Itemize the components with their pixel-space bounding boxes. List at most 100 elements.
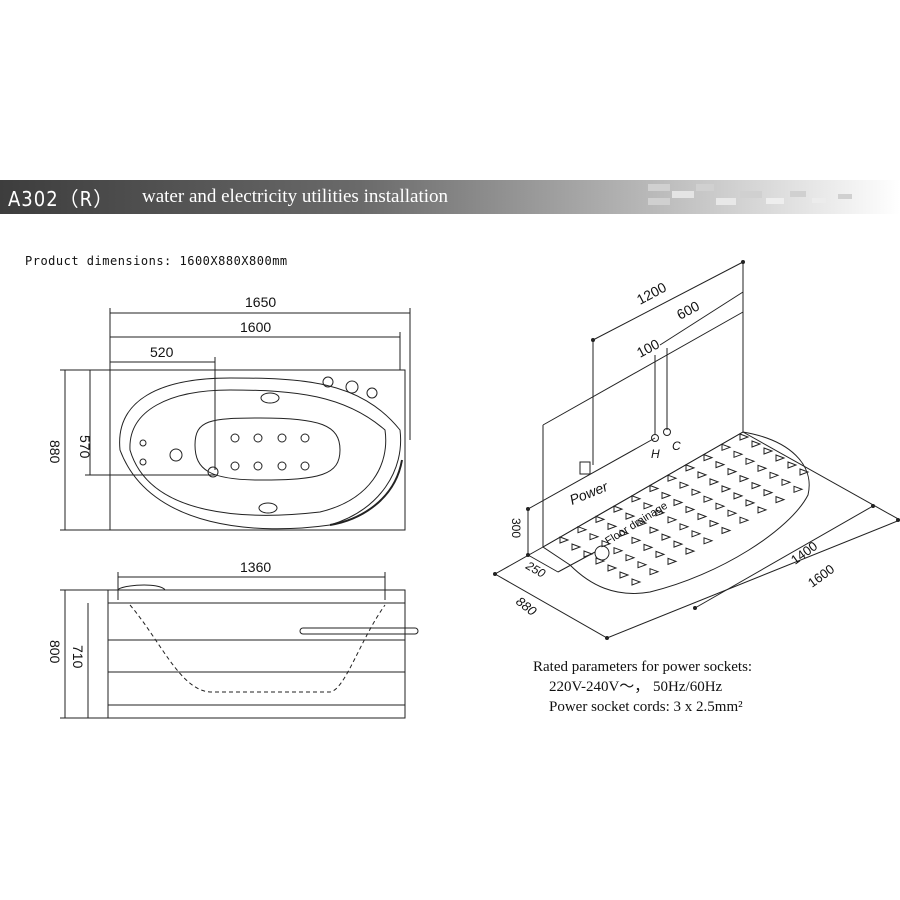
drain-triangle xyxy=(739,516,750,524)
drain-triangle xyxy=(667,557,678,566)
drain-triangle xyxy=(673,498,684,507)
checker-decoration xyxy=(648,184,852,205)
drain-triangle xyxy=(721,485,732,493)
drain-triangle xyxy=(763,488,774,497)
drain-triangle xyxy=(643,502,654,510)
top-view: 1650 1600 520 570 880 xyxy=(47,294,411,531)
rated-parameters: Rated parameters for power sockets: 220V… xyxy=(533,657,752,717)
cold-label: C xyxy=(672,439,681,453)
drain-triangle xyxy=(649,484,660,493)
drain-triangle xyxy=(613,505,624,513)
drain-triangle xyxy=(721,443,732,452)
drain-triangle xyxy=(625,512,636,520)
drain-triangle xyxy=(739,474,750,483)
dim-100: 100 xyxy=(634,335,662,360)
drain-triangle xyxy=(715,460,726,469)
rated-line-2: 220V-240V～， 50Hz/60Hz xyxy=(549,679,723,695)
dim-520: 520 xyxy=(150,344,174,360)
drain-triangle xyxy=(583,550,594,558)
dim-1400: 1400 xyxy=(788,538,820,567)
drain-triangle xyxy=(733,492,744,500)
drain-triangle xyxy=(601,539,612,548)
drain-triangle xyxy=(709,519,720,528)
rated-line-3: Power socket cords: 3 x 2.5mm² xyxy=(549,699,743,715)
drain-triangle xyxy=(577,525,588,534)
product-dimensions: Product dimensions: 1600X880X800mm xyxy=(25,254,288,268)
drain-triangle xyxy=(571,543,582,551)
drain-triangle xyxy=(721,526,732,535)
drain-triangle xyxy=(745,499,756,507)
drain-triangle xyxy=(715,502,726,510)
drain-triangle xyxy=(691,530,702,538)
dim-1600-iso: 1600 xyxy=(805,561,837,590)
side-view: 1360 800 710 xyxy=(47,559,419,719)
drain-triangle xyxy=(685,505,696,514)
drain-triangle xyxy=(637,560,648,569)
drain-triangle xyxy=(703,495,714,503)
drain-triangle xyxy=(673,540,684,548)
drain-triangle xyxy=(793,485,804,494)
drain-triangle xyxy=(619,571,630,579)
dim-250: 250 xyxy=(523,558,548,581)
drain-triangle xyxy=(667,516,678,524)
drain-triangle xyxy=(691,488,702,496)
dim-1360: 1360 xyxy=(240,559,271,575)
drain-triangle xyxy=(685,464,696,472)
model-label: A302（R） xyxy=(8,187,115,211)
dim-880: 880 xyxy=(47,440,63,464)
drain-triangle xyxy=(595,557,606,565)
drain-triangle xyxy=(637,519,648,527)
drain-triangle xyxy=(703,453,714,462)
drain-triangle xyxy=(631,536,642,545)
drain-triangle xyxy=(739,433,750,441)
drain-triangle xyxy=(757,506,768,514)
dim-1650: 1650 xyxy=(245,294,276,310)
drain-triangle xyxy=(757,464,768,473)
drain-triangle xyxy=(781,478,792,487)
drain-triangle xyxy=(745,457,756,466)
drain-triangle xyxy=(787,461,798,469)
drain-triangle xyxy=(667,474,678,482)
drain-triangle xyxy=(751,481,762,490)
drain-triangle xyxy=(625,553,636,562)
drain-triangle xyxy=(649,567,660,576)
power-label: Power xyxy=(567,478,611,508)
drain-triangle xyxy=(619,529,630,538)
drain-triangle xyxy=(775,495,786,504)
drain-triangle xyxy=(685,547,696,555)
drain-triangle xyxy=(703,537,714,545)
iso-view: 1200 600 100 H C Power Floor drainage 30… xyxy=(493,260,900,640)
floor-drain-pattern xyxy=(559,433,810,586)
page-title: water and electricity utilities installa… xyxy=(142,186,449,207)
drain-triangle xyxy=(631,495,642,503)
drain-triangle xyxy=(643,543,654,552)
drain-triangle xyxy=(559,536,570,544)
dim-300: 300 xyxy=(509,518,523,538)
drain-triangle xyxy=(649,526,660,534)
dim-570: 570 xyxy=(77,435,93,459)
rated-line-1: Rated parameters for power sockets: xyxy=(533,659,753,675)
dim-1600: 1600 xyxy=(240,319,271,335)
dim-710: 710 xyxy=(70,645,86,669)
drain-triangle xyxy=(769,471,780,480)
drain-triangle xyxy=(613,546,624,555)
drain-triangle xyxy=(763,447,774,455)
drain-triangle xyxy=(655,509,666,517)
drain-triangle xyxy=(607,522,618,531)
header-bar xyxy=(0,180,900,214)
drain-triangle xyxy=(697,512,708,521)
drain-triangle xyxy=(595,515,606,524)
drain-triangle xyxy=(631,578,642,586)
drain-triangle xyxy=(727,467,738,476)
drain-triangle xyxy=(679,481,690,489)
drain-triangle xyxy=(679,523,690,531)
hot-label: H xyxy=(651,447,660,461)
drain-triangle xyxy=(697,471,708,479)
drain-triangle xyxy=(607,564,618,572)
drain-triangle xyxy=(655,550,666,559)
dim-800: 800 xyxy=(47,640,63,664)
dim-600: 600 xyxy=(674,297,702,322)
drain-triangle xyxy=(727,509,738,517)
